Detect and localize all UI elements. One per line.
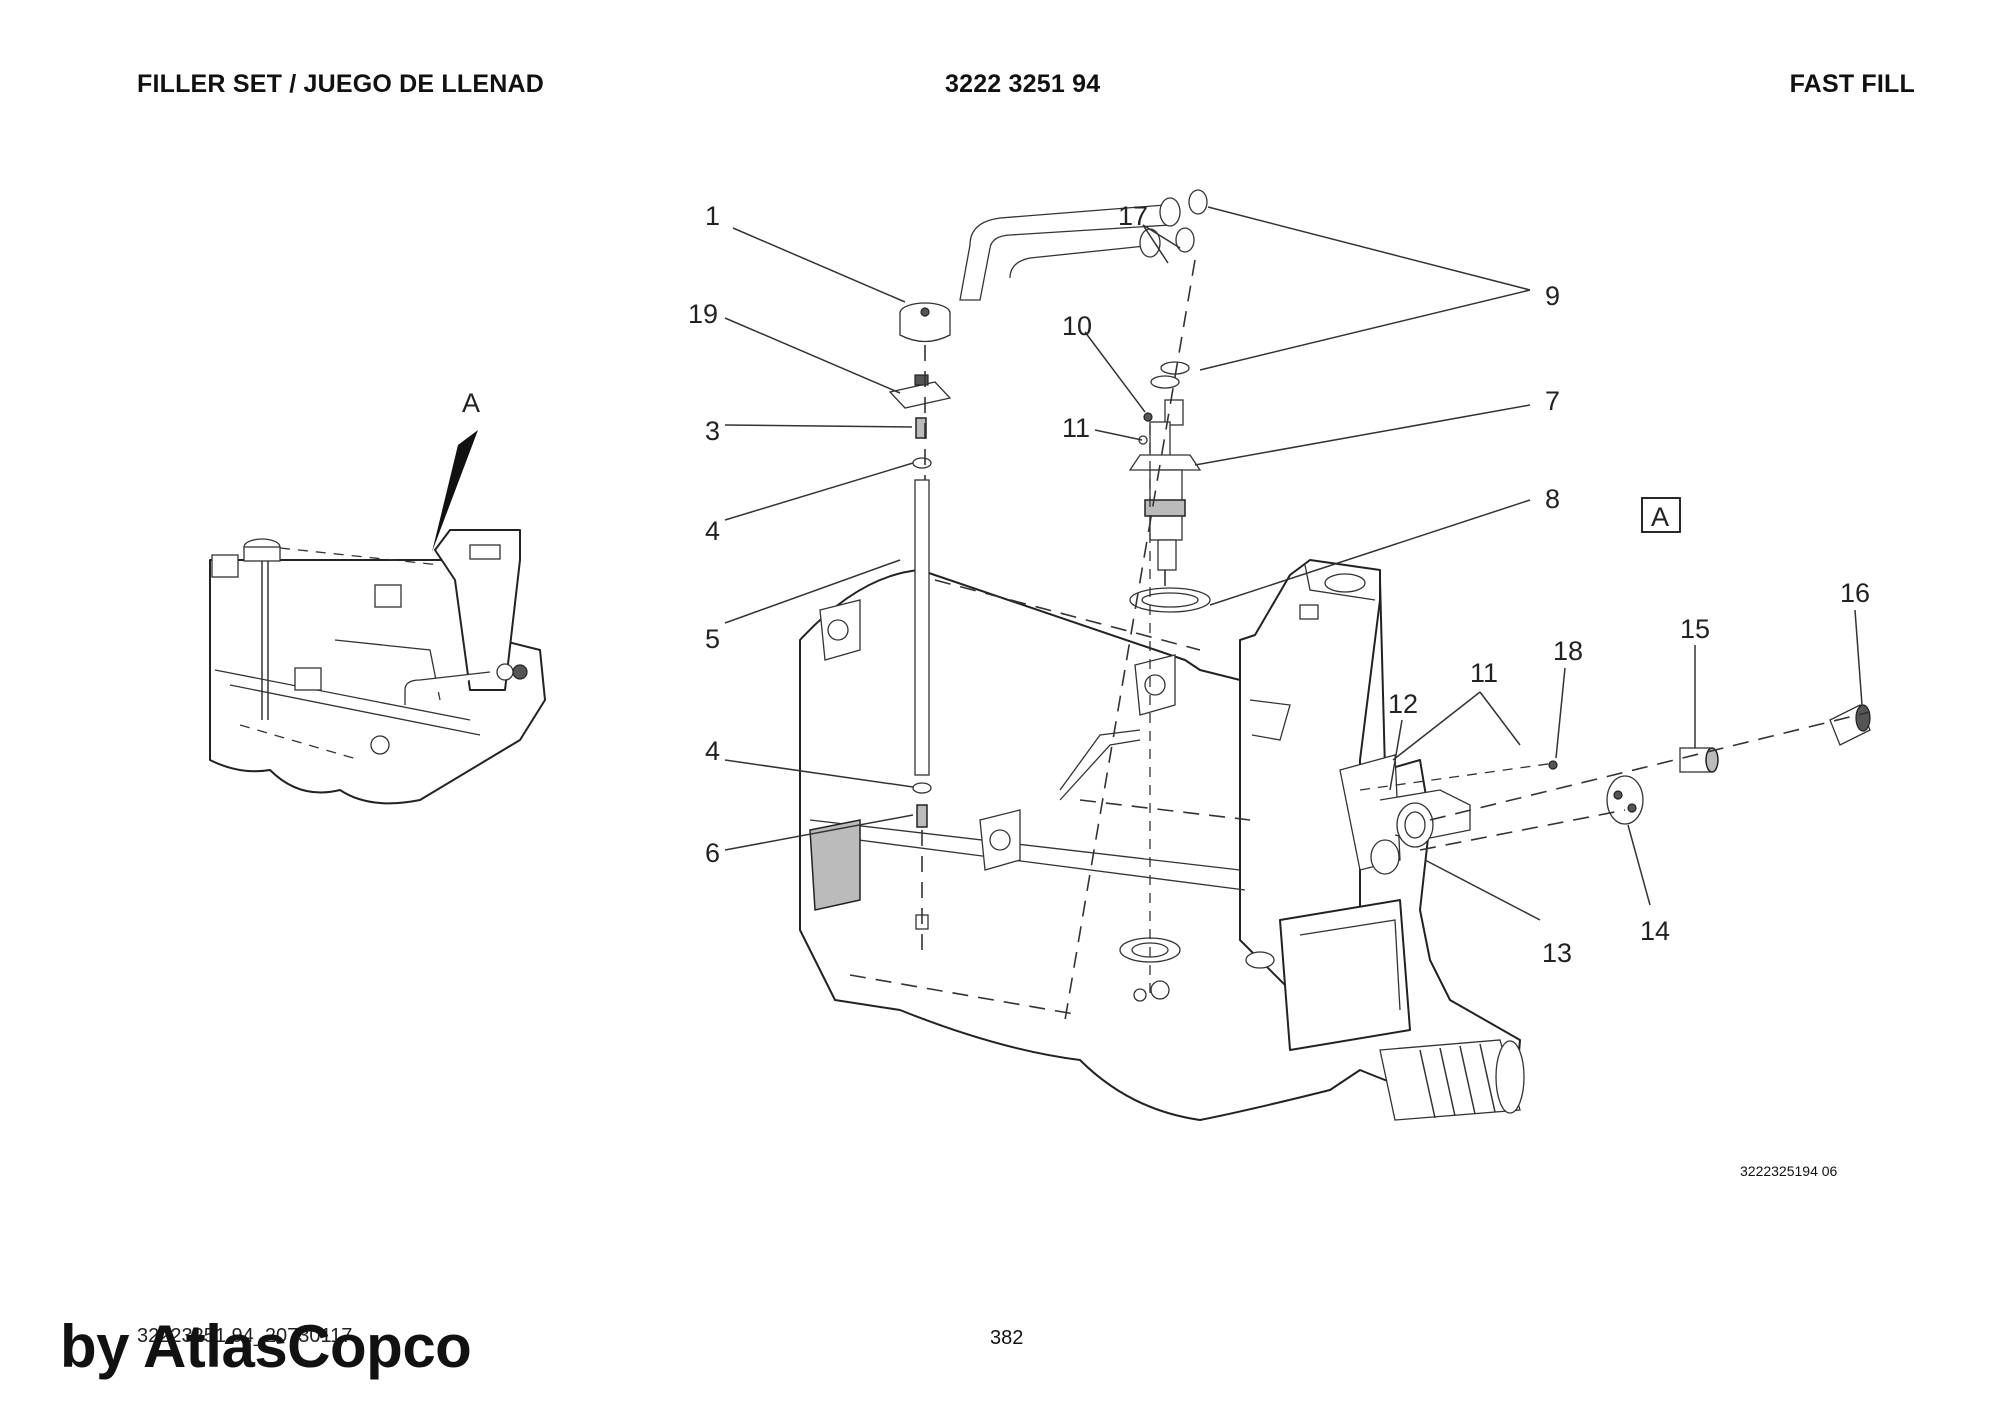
part-10-screw [1143,412,1153,422]
callout-3: 3 [705,416,720,446]
callout-19: 19 [688,299,718,329]
part-19-plate [888,381,952,409]
header-title: FILLER SET / JUEGO DE LLENAD [137,70,545,98]
part-17-hose [959,197,1181,301]
header-part-number: 3222 3251 94 [945,70,1101,98]
callout-4-lower: 4 [705,736,720,766]
part-4-clamp-upper [912,457,932,469]
part-5-tube [914,479,930,776]
part-14-flange [1606,775,1644,825]
callout-4: 4 [705,516,720,546]
callout-18: 18 [1553,636,1583,666]
callout-13: 13 [1542,938,1572,968]
detail-marker-label: A [462,388,480,418]
part-4-clamp-lower [912,782,932,794]
detail-pointer-arrow [432,430,478,552]
drawing-reference: 3222325194 06 [1740,1163,1838,1179]
watermark: by AtlasCopco [60,1313,472,1380]
callout-17: 17 [1118,201,1148,231]
overview-tower [434,529,521,691]
callout-12: 12 [1388,689,1418,719]
part-13-coupling [1370,802,1434,875]
part-9-clamp [1188,189,1208,215]
part-3-fitting [915,417,927,439]
part-7-filler-neck [1128,399,1202,571]
callout-5: 5 [705,624,720,654]
detail-box-label: A [1651,502,1669,532]
callout-11: 11 [1062,413,1090,443]
overview-assembly [209,529,546,805]
callout-labels: 1 19 3 4 5 4 6 17 10 11 9 7 8 11 12 18 1… [688,201,1870,968]
callout-8: 8 [1545,484,1560,514]
callout-9: 9 [1545,281,1560,311]
part-18-bolt [1548,760,1558,770]
part-15-adapter [1679,747,1719,773]
main-tower [1239,559,1381,1001]
part-9-clamp [1175,227,1195,253]
callout-1: 1 [705,201,720,231]
callout-16: 16 [1840,578,1870,608]
part-6-fitting [916,804,928,828]
exhaust-pipe [1379,1039,1525,1121]
callout-10: 10 [1062,311,1092,341]
detail-box [1641,497,1681,533]
callout-11-right: 11 [1470,658,1498,688]
part-16-dust-cap [1829,704,1871,746]
callout-leaders [724,206,1863,921]
footer-doc-code: 32223251 94_20730117 [137,1325,353,1347]
callout-6: 6 [705,838,720,868]
page-number: 382 [990,1327,1024,1349]
part-1-filler-cap [899,302,951,343]
callout-15: 15 [1680,614,1710,644]
header-subtitle: FAST FILL [1789,70,1915,98]
callout-14: 14 [1640,916,1670,946]
callout-7: 7 [1545,386,1560,416]
main-assembly [799,559,1525,1121]
